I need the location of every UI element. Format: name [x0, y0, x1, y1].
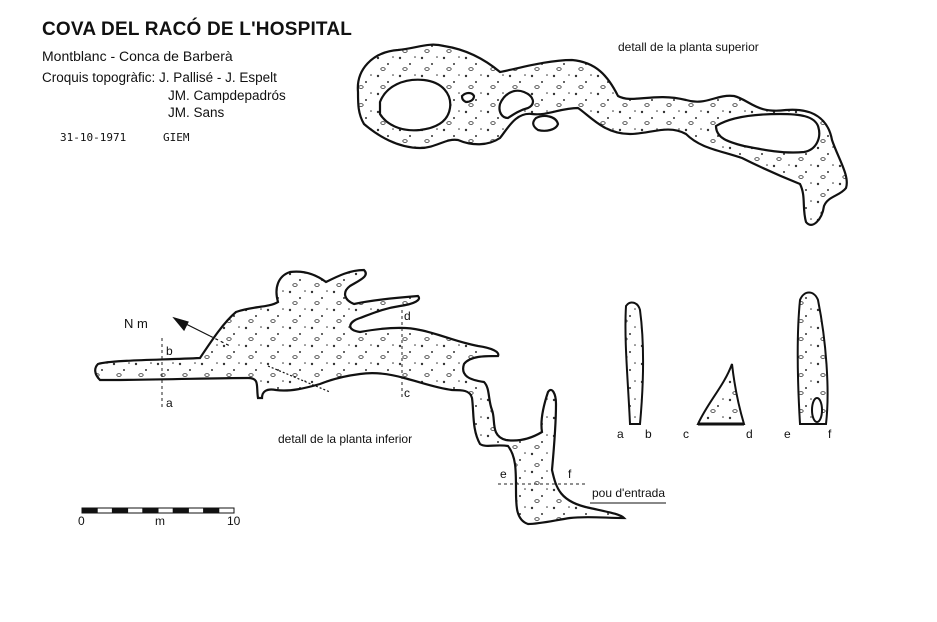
scale-label-ten: 10	[227, 514, 241, 528]
survey-group: GIEM	[163, 131, 190, 144]
upper-plan	[356, 43, 848, 226]
section-letter-a: a	[166, 396, 173, 410]
scale-label-unit: m	[155, 514, 165, 528]
survey-authors: Croquis topogràfic: J. Pallisé - J. Espe…	[42, 70, 277, 85]
profile-letter-f: f	[828, 427, 832, 441]
section-letter-e: e	[500, 467, 507, 481]
profile-letter-b: b	[645, 427, 652, 441]
profile-letter-e: e	[784, 427, 791, 441]
survey-date: 31-10-1971	[60, 131, 127, 144]
profile-letter-d: d	[746, 427, 753, 441]
section-letter-c: c	[404, 386, 410, 400]
section-letter-d: d	[404, 309, 411, 323]
section-letter-f: f	[568, 467, 572, 481]
lower-plan	[94, 268, 627, 526]
north-arrow	[172, 316, 331, 393]
north-label: N m	[124, 316, 148, 331]
survey-author-3: JM. Sans	[168, 105, 225, 120]
profile-letter-c: c	[683, 427, 689, 441]
profile-ab	[624, 301, 644, 425]
location-subtitle: Montblanc - Conca de Barberà	[42, 48, 233, 64]
entrance-shaft-label: pou d'entrada	[592, 486, 666, 500]
profile-letter-a: a	[617, 427, 624, 441]
map-title: COVA DEL RACÓ DE L'HOSPITAL	[42, 19, 353, 40]
lower-plan-label: detall de la planta inferior	[278, 432, 413, 446]
section-letter-b: b	[166, 344, 173, 358]
section-lines	[161, 310, 586, 485]
survey-author-2: JM. Campdepadrós	[168, 88, 286, 103]
scale-bar	[81, 507, 235, 514]
upper-plan-label: detall de la planta superior	[618, 40, 759, 54]
scale-label-zero: 0	[78, 514, 85, 528]
profile-cd	[696, 363, 746, 426]
profile-ef	[796, 291, 829, 425]
